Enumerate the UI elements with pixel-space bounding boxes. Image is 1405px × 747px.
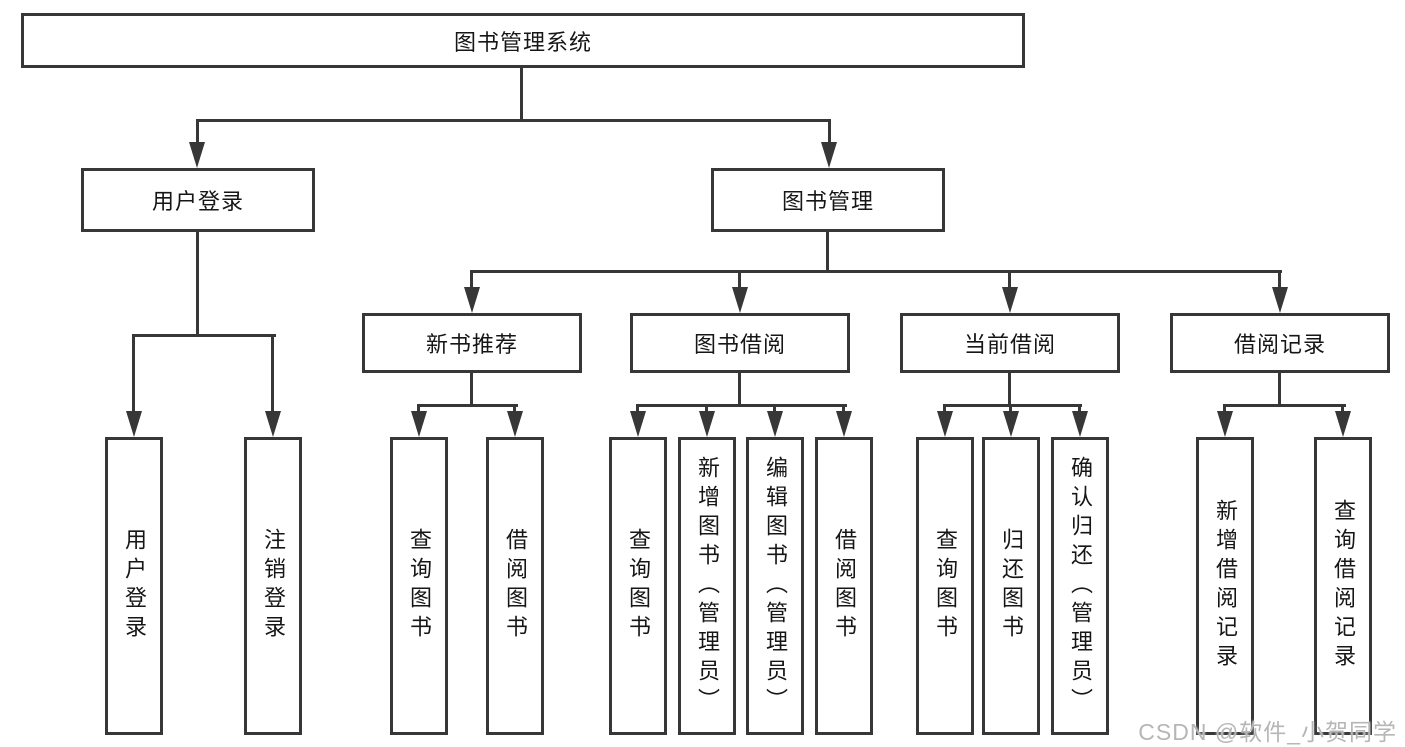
connector-new-book-split	[419, 404, 518, 407]
leaf-query-borrow-record: 查询借阅记录	[1314, 437, 1372, 735]
connector-drop-leaf	[636, 404, 639, 415]
leaf-confirm-return-admin: 确认归还（管理员）	[1051, 437, 1109, 735]
arrow-down-icon	[265, 411, 281, 437]
leaf-return-books: 归还图书	[982, 437, 1040, 735]
connector-drop-leaf	[271, 334, 274, 415]
arrow-down-icon	[1003, 411, 1019, 437]
node-current-borrow: 当前借阅	[900, 313, 1120, 373]
node-book-borrow-label: 图书借阅	[693, 332, 786, 357]
arrow-down-icon	[1072, 411, 1088, 437]
connector-drop-current-borrow	[1008, 270, 1011, 292]
leaf-label: 用户登录	[122, 528, 147, 644]
leaf-label: 新增借阅记录	[1213, 499, 1238, 673]
connector-user-login-stub	[196, 232, 199, 337]
leaf-borrow-books: 借阅图书	[815, 437, 873, 735]
connector-root-split	[197, 119, 831, 122]
connector-drop-leaf	[1341, 404, 1344, 415]
connector-book-management-split	[470, 270, 1282, 273]
leaf-label: 借阅图书	[832, 528, 857, 644]
arrow-down-icon	[630, 411, 646, 437]
connector-drop-leaf	[132, 334, 135, 415]
arrow-down-icon	[1217, 411, 1233, 437]
node-root-label: 图书管理系统	[453, 29, 592, 55]
connector-root-stub	[520, 66, 523, 121]
connector-drop-leaf	[773, 404, 776, 415]
leaf-add-borrow-record: 新增借阅记录	[1196, 437, 1254, 735]
leaf-label: 借阅图书	[503, 528, 528, 644]
leaf-query-books: 查询图书	[916, 437, 974, 735]
arrow-down-icon	[464, 287, 480, 313]
leaf-query-books: 查询图书	[609, 437, 667, 735]
connector-drop-borrow-record	[1278, 270, 1281, 292]
node-borrow-record-label: 借阅记录	[1233, 332, 1326, 357]
connector-drop-leaf	[1078, 404, 1081, 415]
node-new-book-recommend-label: 新书推荐	[425, 332, 518, 357]
leaf-add-books-admin: 新增图书（管理员）	[678, 437, 736, 735]
arrow-down-icon	[732, 287, 748, 313]
leaf-label: 查询图书	[933, 528, 958, 644]
connector-drop-book-borrow	[738, 270, 741, 292]
node-root: 图书管理系统	[21, 13, 1025, 68]
leaf-label: 查询图书	[407, 528, 432, 644]
connector-book-borrow-stub	[738, 373, 741, 407]
connector-borrow-record-stub	[1278, 373, 1281, 407]
arrow-down-icon	[937, 411, 953, 437]
arrow-down-icon	[767, 411, 783, 437]
arrow-down-icon	[189, 142, 205, 168]
connector-drop-leaf	[1223, 404, 1226, 415]
node-book-management: 图书管理	[711, 168, 945, 232]
connector-drop-leaf	[705, 404, 708, 415]
watermark: CSDN @软件_小贺同学	[1138, 719, 1397, 745]
node-new-book-recommend: 新书推荐	[362, 313, 582, 373]
leaf-logout: 注销登录	[244, 437, 302, 735]
connector-book-management-stub	[826, 232, 829, 273]
connector-user-login-split	[134, 334, 276, 337]
connector-new-book-stub	[470, 373, 473, 407]
leaf-label: 归还图书	[999, 528, 1024, 644]
leaf-user-login: 用户登录	[105, 437, 163, 735]
node-user-login-label: 用户登录	[151, 189, 244, 214]
connector-drop-leaf	[943, 404, 946, 415]
connector-drop-leaf	[513, 404, 516, 415]
arrow-down-icon	[836, 411, 852, 437]
leaf-label: 新增图书（管理员）	[695, 455, 720, 717]
connector-borrow-record-split	[1225, 404, 1346, 407]
arrow-down-icon	[126, 411, 142, 437]
arrow-down-icon	[1002, 287, 1018, 313]
connector-current-borrow-split	[945, 404, 1082, 407]
connector-drop-book-management	[828, 119, 831, 148]
leaf-edit-books-admin: 编辑图书（管理员）	[746, 437, 804, 735]
node-current-borrow-label: 当前借阅	[963, 332, 1056, 357]
node-book-management-label: 图书管理	[781, 189, 874, 214]
leaf-query-books: 查询图书	[390, 437, 448, 735]
node-borrow-record: 借阅记录	[1170, 313, 1390, 373]
leaf-label: 编辑图书（管理员）	[763, 455, 788, 717]
leaf-label: 注销登录	[261, 528, 286, 644]
connector-current-borrow-stub	[1008, 373, 1011, 407]
arrow-down-icon	[699, 411, 715, 437]
arrow-down-icon	[1335, 411, 1351, 437]
node-user-login: 用户登录	[81, 168, 315, 232]
arrow-down-icon	[1272, 287, 1288, 313]
arrow-down-icon	[821, 142, 837, 168]
connector-drop-leaf	[417, 404, 420, 415]
arrow-down-icon	[507, 411, 523, 437]
connector-drop-new-book	[470, 270, 473, 292]
node-book-borrow: 图书借阅	[630, 313, 850, 373]
connector-drop-leaf	[842, 404, 845, 415]
leaf-label: 查询图书	[626, 528, 651, 644]
leaf-borrow-books: 借阅图书	[486, 437, 544, 735]
leaf-label: 确认归还（管理员）	[1068, 455, 1093, 717]
connector-drop-leaf	[1009, 404, 1012, 415]
connector-book-borrow-split	[638, 404, 847, 407]
connector-drop-user-login	[196, 119, 199, 148]
leaf-label: 查询借阅记录	[1331, 499, 1356, 673]
arrow-down-icon	[411, 411, 427, 437]
